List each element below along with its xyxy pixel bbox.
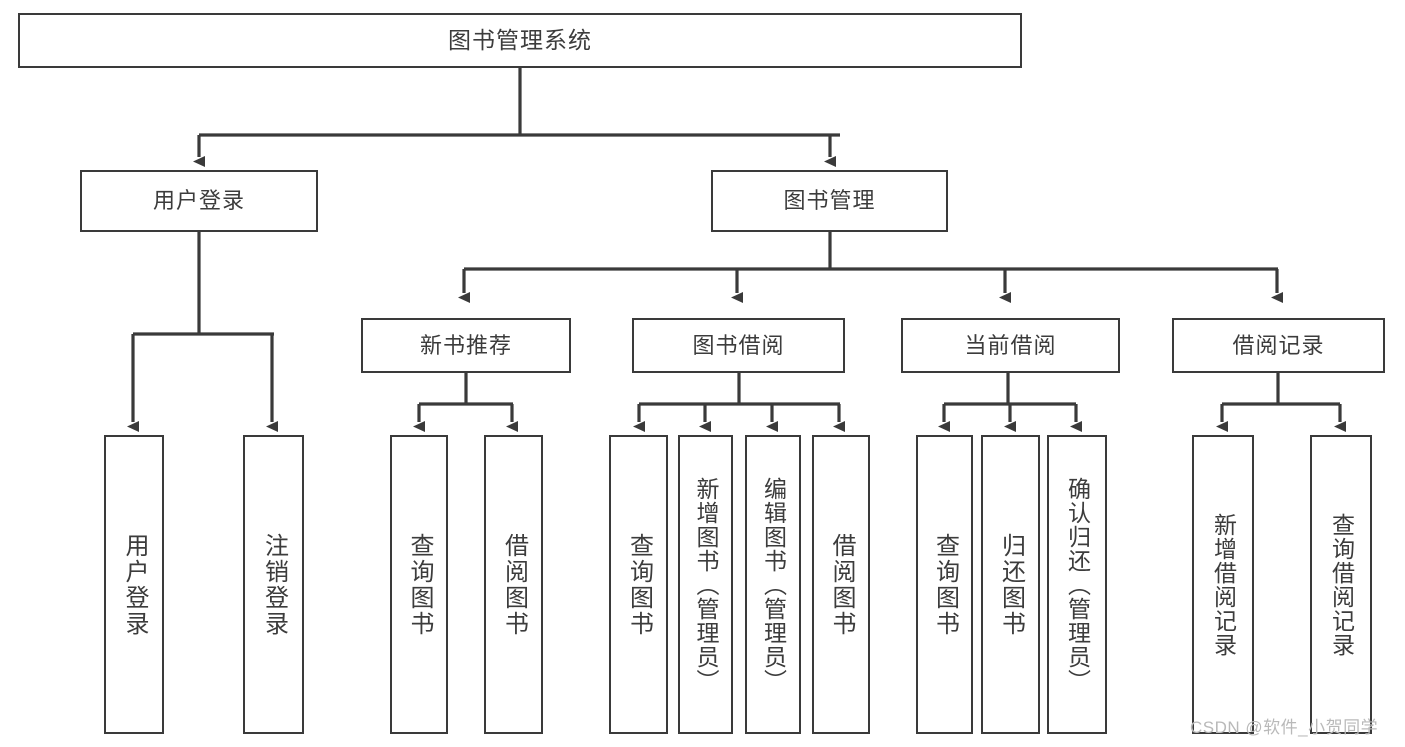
node-borrow-record[interactable]: 借阅记录	[1172, 318, 1385, 373]
node-new-book-recommend[interactable]: 新书推荐	[361, 318, 571, 373]
leaf-add-borrow-record[interactable]: 新增借阅记录	[1192, 435, 1254, 734]
node-label: 用户登录	[152, 188, 245, 214]
leaf-query-book-newbook[interactable]: 查询图书	[390, 435, 448, 734]
node-book-management[interactable]: 图书管理	[711, 170, 948, 232]
node-label: 确认归还（管理员）	[1064, 476, 1091, 693]
node-book-management-system[interactable]: 图书管理系统	[18, 13, 1022, 68]
node-label: 当前借阅	[964, 332, 1057, 358]
node-label: 用户登录	[121, 532, 148, 637]
node-label: 借阅图书	[500, 532, 528, 637]
leaf-logout-login[interactable]: 注销登录	[243, 435, 304, 734]
node-label: 查询图书	[931, 532, 959, 637]
node-book-borrow[interactable]: 图书借阅	[632, 318, 845, 373]
node-label: 查询借阅记录	[1328, 512, 1355, 657]
leaf-return-book[interactable]: 归还图书	[981, 435, 1040, 734]
leaf-query-book-current[interactable]: 查询图书	[916, 435, 973, 734]
node-label: 新增借阅记录	[1210, 512, 1237, 657]
node-label: 新增图书（管理员）	[693, 476, 719, 693]
node-label: 编辑图书（管理员）	[760, 476, 787, 693]
node-label: 查询图书	[406, 532, 433, 637]
node-label: 借阅图书	[828, 532, 855, 637]
node-label: 新书推荐	[419, 332, 512, 358]
csdn-watermark: CSDN @软件_小贺同学	[1190, 718, 1379, 737]
node-label: 图书管理	[783, 188, 876, 214]
leaf-edit-book-admin[interactable]: 编辑图书（管理员）	[745, 435, 801, 734]
node-label: 图书借阅	[692, 332, 785, 358]
leaf-query-book-borrow[interactable]: 查询图书	[609, 435, 668, 734]
leaf-query-borrow-record[interactable]: 查询借阅记录	[1310, 435, 1372, 734]
leaf-borrow-book[interactable]: 借阅图书	[812, 435, 870, 734]
leaf-borrow-book-newbook[interactable]: 借阅图书	[484, 435, 543, 734]
node-current-borrow[interactable]: 当前借阅	[901, 318, 1120, 373]
node-user-login[interactable]: 用户登录	[80, 170, 318, 232]
node-label: 查询图书	[625, 532, 653, 637]
node-label: 借阅记录	[1232, 332, 1325, 358]
leaf-add-book-admin[interactable]: 新增图书（管理员）	[678, 435, 733, 734]
node-label: 图书管理系统	[448, 27, 592, 54]
leaf-user-login[interactable]: 用户登录	[104, 435, 164, 734]
leaf-confirm-return-admin[interactable]: 确认归还（管理员）	[1047, 435, 1107, 734]
node-label: 归还图书	[997, 532, 1025, 637]
node-label: 注销登录	[260, 532, 288, 637]
